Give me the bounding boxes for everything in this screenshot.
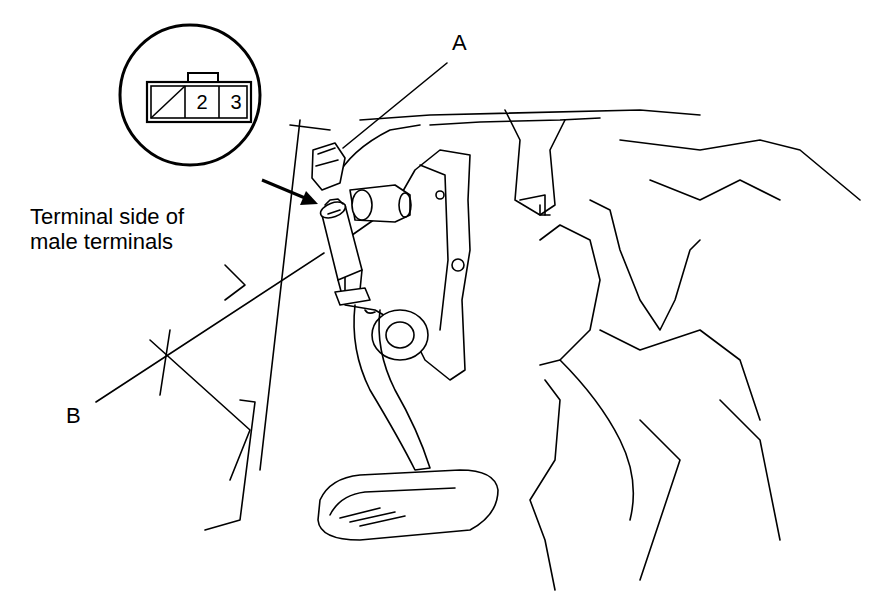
pin-number: 3 — [230, 91, 241, 113]
note-text: Terminal side of male terminals — [30, 204, 230, 254]
part-letter: A — [452, 30, 467, 55]
part-letter: B — [66, 403, 81, 428]
connector-inset: 23 — [118, 23, 262, 167]
pin-number: 2 — [196, 91, 207, 113]
